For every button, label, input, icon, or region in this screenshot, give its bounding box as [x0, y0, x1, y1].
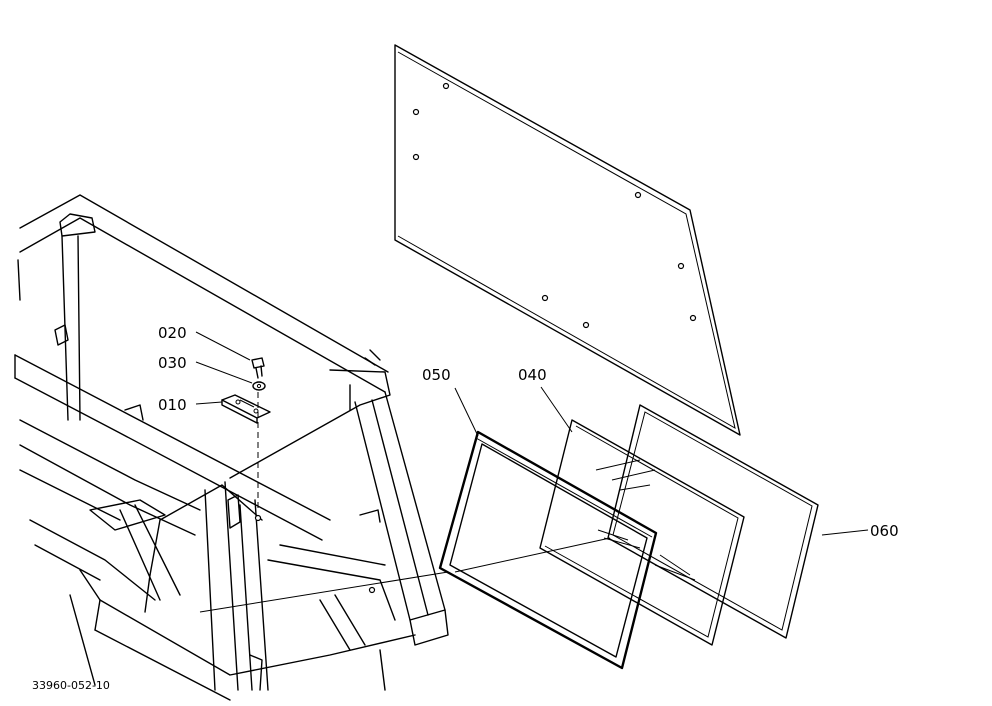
glass-panel-040: [539, 419, 745, 646]
washer-030: [252, 381, 266, 391]
cabin-frame: [14, 194, 449, 701]
screw-020: [251, 357, 265, 369]
callout-labels: 020 030 010 050 040 060 33960-052-10: [32, 324, 899, 692]
callout-030: 030: [158, 354, 187, 372]
seal-frame-050: [438, 430, 658, 670]
callout-020: 020: [158, 324, 187, 342]
roof-glass-panel: [394, 44, 741, 436]
leader-lines: [195, 331, 869, 613]
drawing-number: 33960-052-10: [32, 679, 110, 692]
callout-040: 040: [518, 366, 547, 384]
plate-010: [221, 394, 271, 419]
callout-010: 010: [158, 396, 187, 414]
callout-060: 060: [870, 522, 899, 540]
callout-050: 050: [422, 366, 451, 384]
glass-panel-060: [607, 404, 819, 639]
